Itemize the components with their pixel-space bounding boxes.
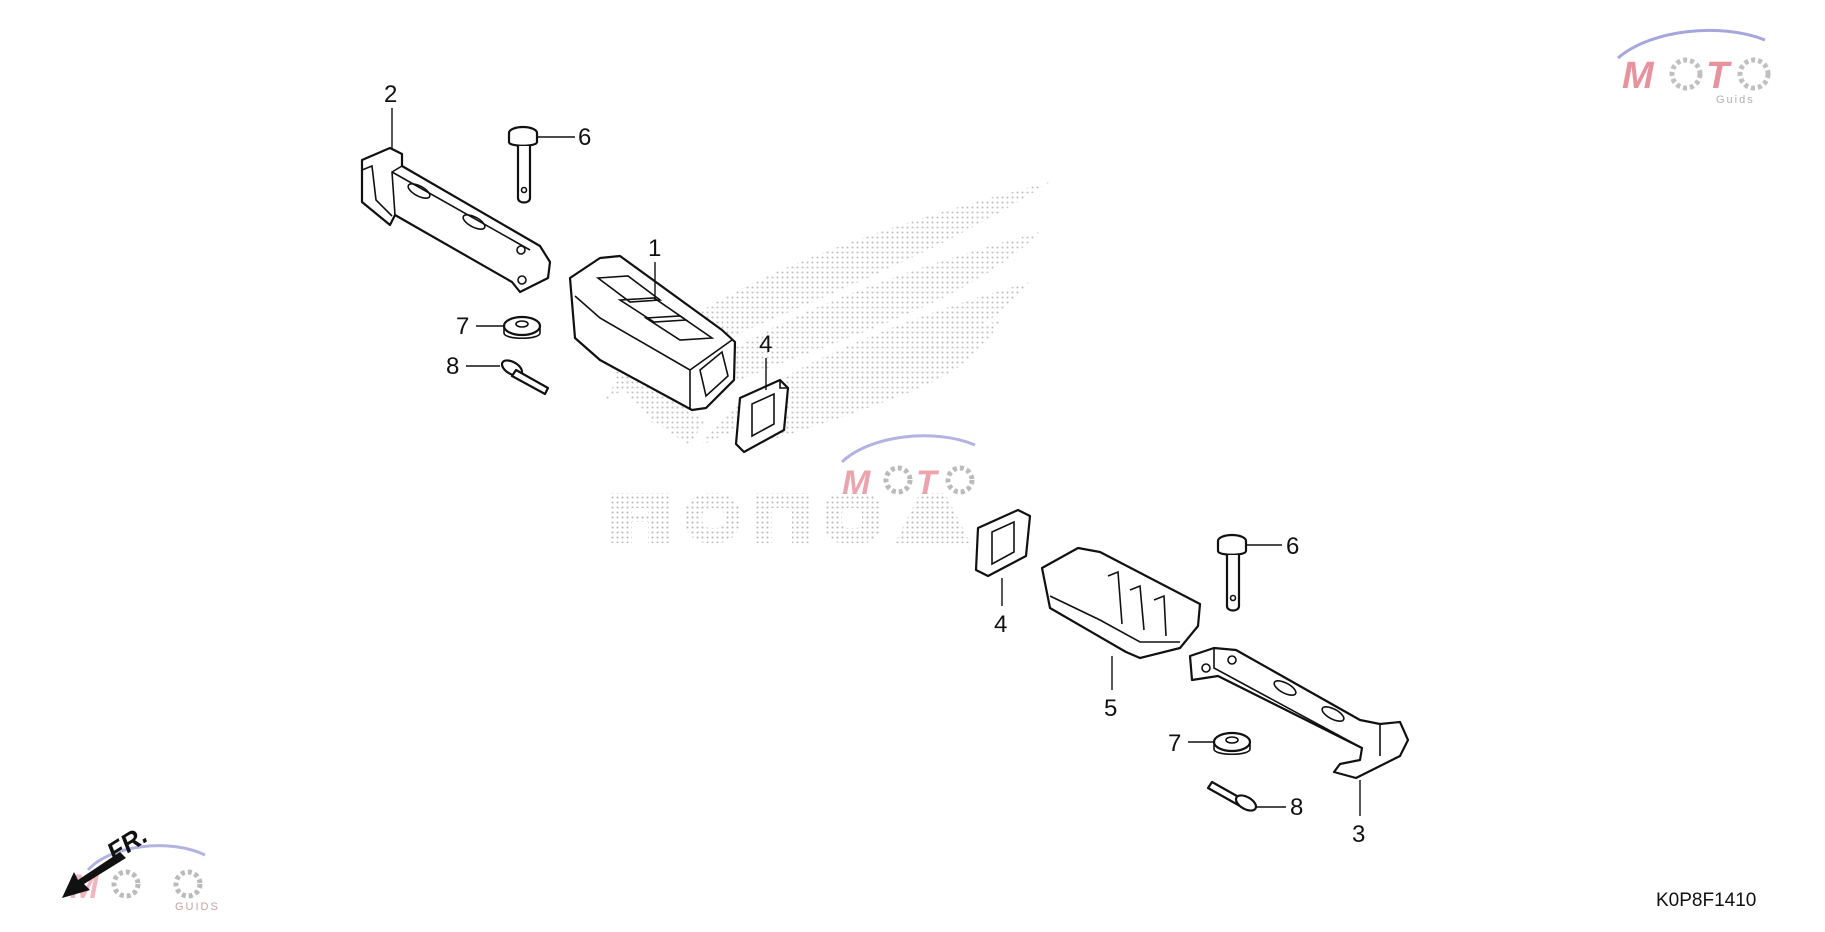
callout-pin-upper: 6: [578, 124, 591, 151]
svg-text:T: T: [1706, 55, 1732, 97]
moto-guids-logo-center: M T: [840, 434, 976, 502]
callout-step-bar-right: 3: [1352, 821, 1365, 848]
washer-upper: [502, 315, 542, 340]
washer-lower: [1212, 731, 1252, 756]
svg-text:T: T: [916, 464, 940, 502]
cotter-pin-upper: [500, 359, 550, 396]
callout-rubber-left: 1: [648, 235, 661, 262]
svg-text:M: M: [1622, 55, 1655, 97]
callout-rubber-mount-upper: 4: [759, 331, 772, 358]
clevis-pin-upper: [507, 125, 539, 204]
step-rubber-left: [568, 254, 737, 412]
rubber-mount-upper: [734, 378, 790, 454]
callout-step-bar-left: 2: [384, 81, 397, 108]
step-bar-right: [1188, 646, 1410, 780]
step-bar-left: [360, 146, 552, 294]
svg-text:GUIDS: GUIDS: [175, 901, 220, 913]
leader-lines: [391, 108, 1361, 816]
callout-pin-lower: 6: [1286, 533, 1299, 560]
callout-washer-upper: 7: [456, 313, 469, 340]
rubber-mount-lower: [974, 508, 1032, 578]
moto-guids-logo-top-right: M T Guids: [1617, 28, 1771, 106]
clevis-pin-lower: [1216, 533, 1248, 612]
callout-washer-lower: 7: [1168, 730, 1181, 757]
callout-rubber-right: 5: [1104, 695, 1117, 722]
diagram-code: K0P8F1410: [1656, 890, 1756, 911]
step-rubber-right: [1040, 546, 1202, 660]
callout-cotter-lower: 8: [1290, 794, 1303, 821]
honda-wordmark-watermark: [610, 493, 970, 543]
moto-guids-logo-bottom-left: M GUIDS: [70, 844, 220, 913]
moto-logo-sub: Guids: [1716, 94, 1755, 106]
svg-text:M: M: [842, 464, 871, 502]
cotter-pin-lower: [1206, 780, 1258, 812]
callout-rubber-mount-lower: 4: [994, 611, 1007, 638]
callout-cotter-upper: 8: [446, 353, 459, 380]
